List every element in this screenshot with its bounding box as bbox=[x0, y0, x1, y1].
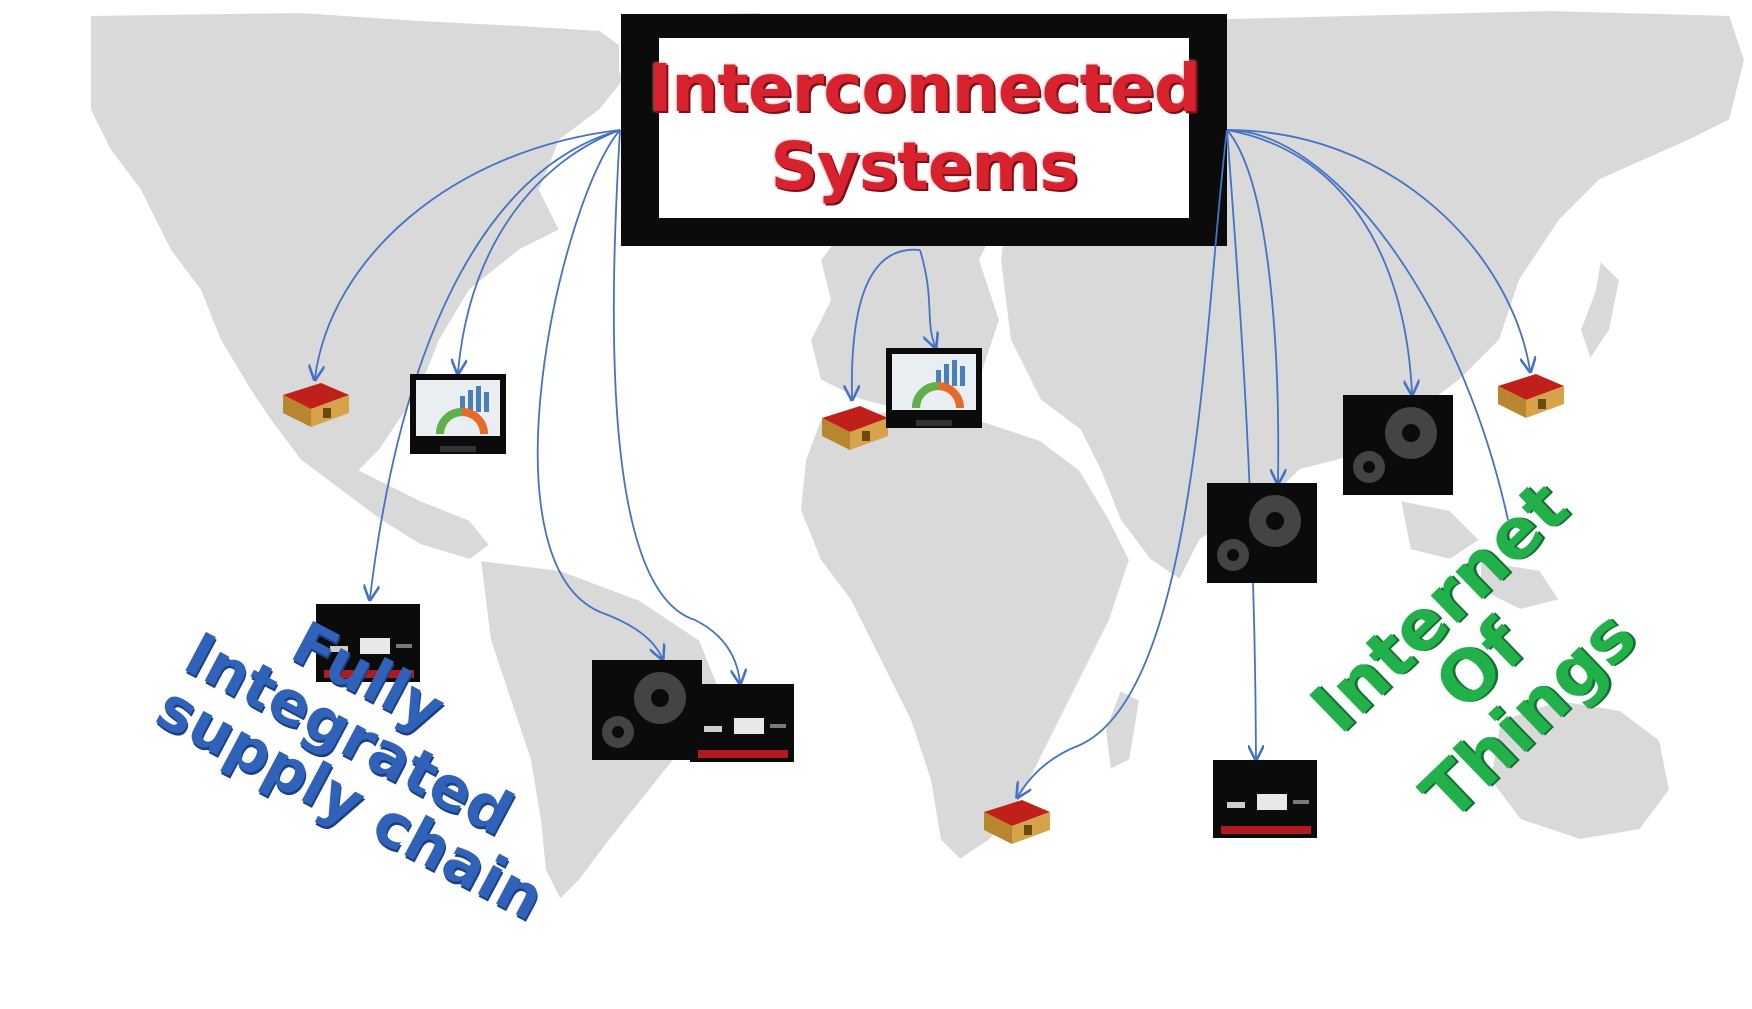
connector-arrow bbox=[458, 129, 621, 372]
connector-arrows bbox=[315, 129, 1530, 796]
truck-icon bbox=[1213, 760, 1317, 838]
truck-icon bbox=[690, 684, 794, 762]
islands-southeast-asia bbox=[1398, 498, 1482, 562]
connector-arrow bbox=[370, 129, 621, 598]
warehouse-icon bbox=[1498, 374, 1564, 418]
title-line-1: Interconnected bbox=[647, 50, 1201, 127]
connector-arrow bbox=[315, 129, 621, 378]
continent-australia bbox=[1488, 698, 1672, 842]
warehouse-icon bbox=[984, 800, 1050, 844]
connector-arrow bbox=[1226, 129, 1256, 758]
dashboard-monitor-icon bbox=[886, 348, 982, 428]
dashboard-monitor-icon bbox=[410, 374, 506, 454]
gears-icon bbox=[1207, 483, 1317, 583]
connector-arrow bbox=[612, 129, 740, 682]
connector-arrow bbox=[1226, 129, 1530, 370]
title-panel: Interconnected Systems bbox=[648, 38, 1201, 218]
gears-icon bbox=[1343, 395, 1453, 495]
connector-arrow bbox=[1226, 129, 1278, 482]
title-box: Interconnected Systems bbox=[621, 14, 1227, 246]
warehouse-icon bbox=[822, 406, 888, 450]
islands-japan bbox=[1578, 257, 1622, 363]
connector-arrow bbox=[852, 248, 921, 398]
title-line-2: Systems bbox=[770, 128, 1078, 205]
island-madagascar bbox=[1103, 688, 1142, 772]
connector-arrow bbox=[1018, 129, 1228, 796]
connector-arrow bbox=[1226, 129, 1509, 521]
connector-arrow bbox=[536, 129, 662, 658]
connector-arrow bbox=[1226, 129, 1412, 393]
gears-icon bbox=[592, 660, 702, 760]
continent-north-america bbox=[89, 10, 642, 562]
connector-arrow bbox=[919, 249, 935, 346]
warehouse-icon bbox=[283, 383, 349, 427]
